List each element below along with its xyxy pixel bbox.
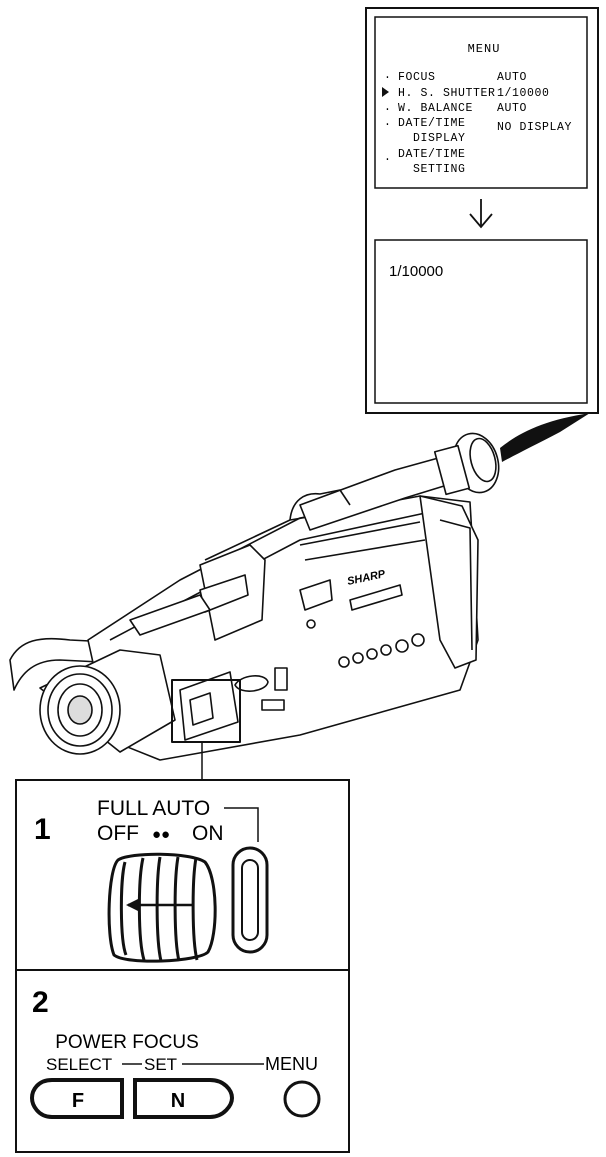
select-label: SELECT: [46, 1055, 112, 1074]
select-button[interactable]: F: [29, 1078, 124, 1119]
set-label: SET: [144, 1055, 177, 1074]
panel-full-auto: 1 FULL AUTO OFF ●● ON: [34, 797, 269, 963]
callout-pointer: [500, 413, 590, 462]
off-label: OFF: [97, 822, 139, 845]
menu-item-date-time-setting-line2: SETTING: [413, 163, 466, 176]
switch-arrow-icon: [126, 898, 140, 912]
eyepiece: [433, 432, 500, 496]
menu-item-date-time-display-line2: DISPLAY: [413, 132, 466, 145]
panel1-number: 1: [34, 813, 51, 846]
menu-item-shutter: H. S. SHUTTER: [398, 87, 496, 100]
full-auto-switch-highlight: [171, 679, 241, 743]
menu-bullet: .: [384, 116, 392, 129]
menu-bullet: .: [384, 101, 392, 114]
menu-value-white-balance: AUTO: [497, 102, 527, 115]
lens: [39, 649, 176, 755]
camera-buttons-row: [338, 633, 425, 668]
viewfinder-display-panel: MENU . FOCUS AUTO H. S. SHUTTER 1/10000 …: [365, 7, 599, 414]
set-button[interactable]: N: [133, 1078, 235, 1119]
menu-bullet: .: [384, 151, 392, 164]
panel-buttons: 2 POWER FOCUS SELECT SET MENU F N: [29, 986, 321, 1119]
menu-value-date-time-display: NO DISPLAY: [497, 121, 572, 134]
menu-value-focus: AUTO: [497, 71, 527, 84]
menu-item-white-balance: W. BALANCE: [398, 102, 473, 115]
on-label: ON: [192, 822, 224, 845]
menu-button[interactable]: [283, 1080, 321, 1118]
full-auto-indicator: [231, 846, 269, 954]
result-shutter-value: 1/10000: [389, 263, 443, 280]
menu-cursor-icon: [382, 87, 389, 97]
menu-screen: MENU . FOCUS AUTO H. S. SHUTTER 1/10000 …: [374, 16, 588, 189]
menu-item-date-time-setting: DATE/TIME: [398, 148, 466, 161]
set-button-label: N: [171, 1090, 185, 1112]
full-auto-label: FULL AUTO: [97, 797, 210, 820]
full-auto-leader-line: [224, 807, 259, 842]
select-button-label: F: [72, 1090, 84, 1112]
position-dots: ●●: [152, 826, 170, 843]
menu-value-shutter: 1/10000: [497, 87, 550, 100]
menu-item-date-time-display: DATE/TIME: [398, 117, 466, 130]
down-arrow-icon: [469, 199, 493, 229]
menu-item-focus: FOCUS: [398, 71, 436, 84]
panel2-number: 2: [32, 986, 49, 1019]
menu-title: MENU: [468, 42, 501, 56]
camcorder-illustration: [9, 432, 500, 780]
full-auto-switch[interactable]: [107, 852, 217, 963]
result-screen: 1/10000: [374, 239, 588, 404]
menu-label: MENU: [265, 1054, 318, 1074]
menu-bullet: .: [384, 69, 392, 82]
power-focus-label: POWER FOCUS: [55, 1032, 199, 1053]
